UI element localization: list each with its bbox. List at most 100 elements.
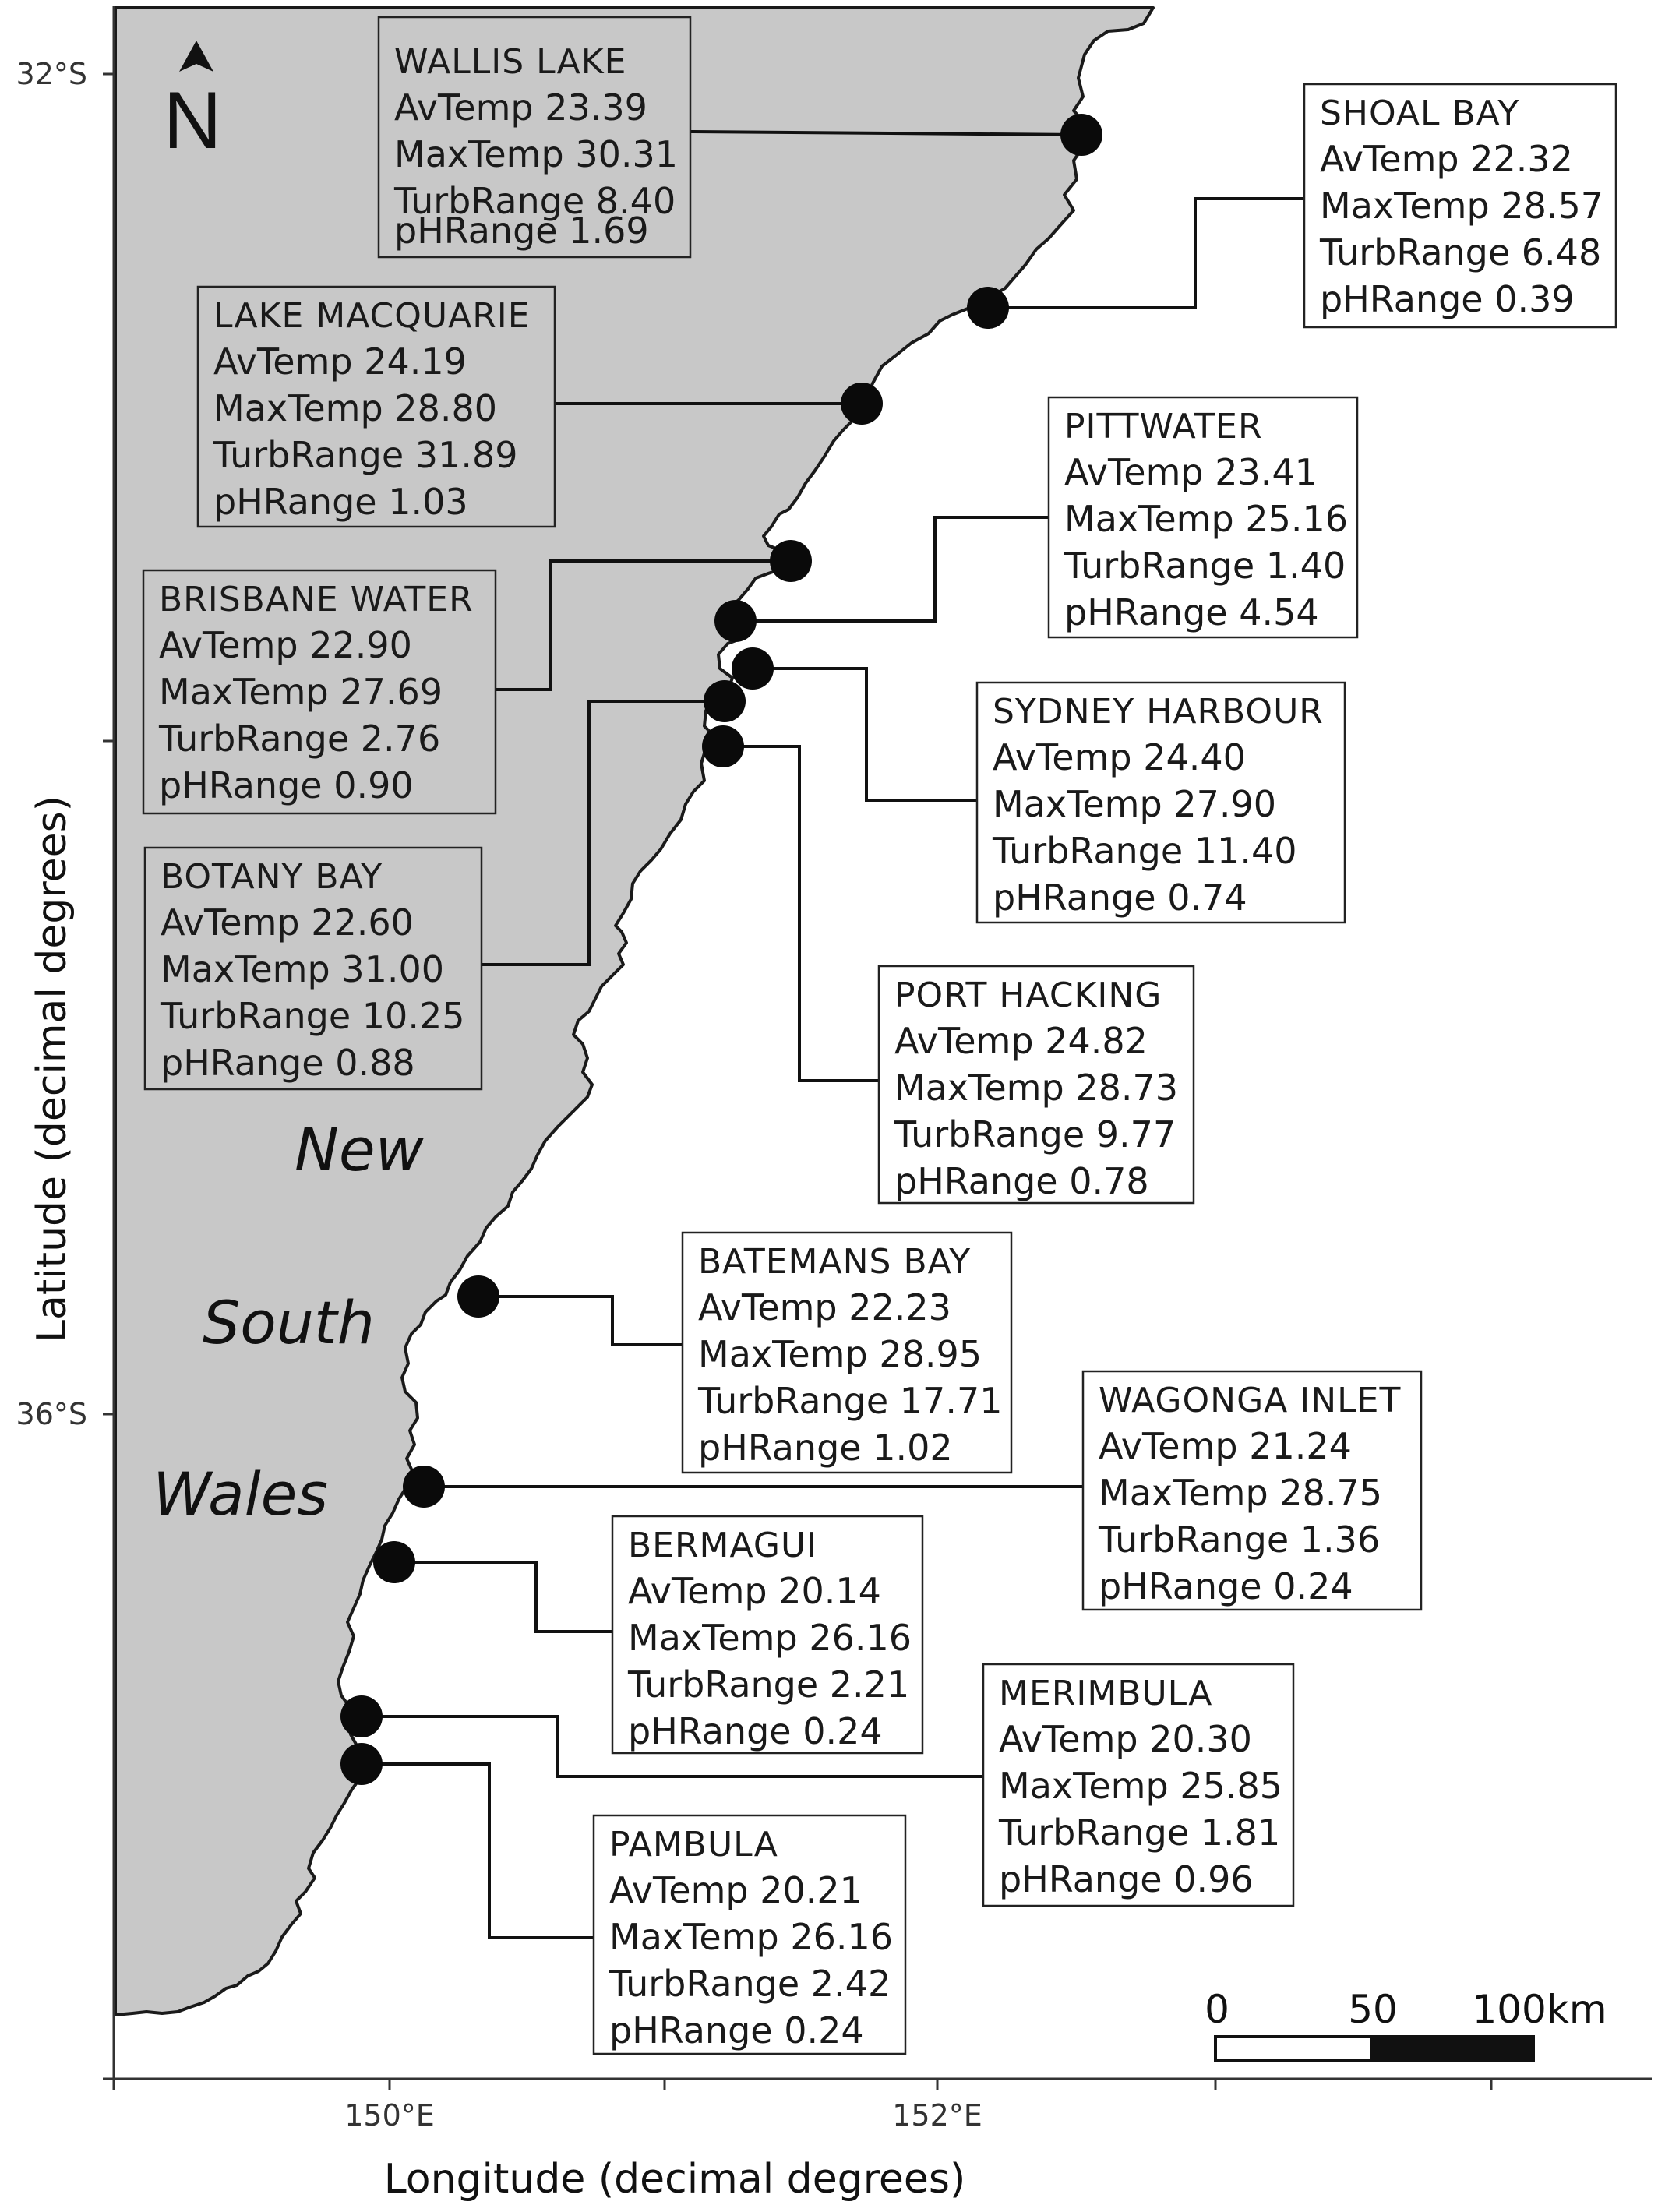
site-marker-lake-macquarie (841, 383, 883, 425)
region-word-wales: Wales (153, 1459, 328, 1529)
site-marker-pambula (340, 1743, 383, 1785)
region-word-new: New (295, 1115, 425, 1184)
leader-wallis-lake (690, 130, 1082, 136)
site-marker-wagonga-inlet (403, 1466, 445, 1508)
site-maxtemp: MaxTemp 26.16 (628, 1617, 912, 1659)
site-phrange: pHRange 0.39 (1320, 278, 1575, 320)
north-arrow-label: N (163, 76, 221, 166)
y-tick-label-36: 36°S (16, 1397, 87, 1431)
site-phrange: pHRange 0.24 (1099, 1565, 1353, 1607)
site-name: PORT HACKING (894, 975, 1162, 1015)
site-maxtemp: MaxTemp 28.80 (213, 387, 497, 429)
site-phrange: pHRange 0.88 (161, 1042, 415, 1084)
site-box-lake-macquarie: LAKE MACQUARIE AvTemp 24.19 MaxTemp 28.8… (196, 285, 556, 528)
site-name: PAMBULA (609, 1825, 778, 1865)
site-turbrange: TurbRange 8.40 (393, 180, 676, 222)
site-markers (340, 114, 1102, 1785)
site-marker-bermagui (373, 1541, 415, 1583)
leader-brisbane-water (496, 559, 791, 691)
leader-lines (362, 130, 1304, 1939)
site-marker-shoal-bay (967, 287, 1009, 329)
site-marker-pittwater-a (770, 540, 812, 582)
site-name: BOTANY BAY (161, 857, 383, 897)
site-box-botany-bay: BOTANY BAY AvTemp 22.60 MaxTemp 31.00 Tu… (143, 846, 483, 1091)
site-turbrange: TurbRange 2.21 (627, 1663, 909, 1706)
site-name: PITTWATER (1064, 407, 1263, 446)
site-name: BATEMANS BAY (698, 1242, 971, 1282)
site-maxtemp: MaxTemp 27.69 (159, 671, 443, 713)
site-marker-port-hacking (702, 725, 744, 767)
site-box-bermagui: BERMAGUI AvTemp 20.14 MaxTemp 26.16 Turb… (611, 1515, 924, 1755)
site-box-sydney-harbour: SYDNEY HARBOUR AvTemp 24.40 MaxTemp 27.9… (975, 681, 1346, 924)
site-box-pambula: PAMBULA AvTemp 20.21 MaxTemp 26.16 TurbR… (592, 1814, 907, 2055)
leader-merimbula (362, 1715, 983, 1778)
scale-label-0: 0 (1205, 1987, 1229, 2032)
north-arrow-icon: N (163, 41, 222, 166)
site-maxtemp: MaxTemp 28.95 (698, 1333, 982, 1375)
site-phrange: pHRange 0.90 (159, 764, 414, 806)
site-phrange: pHRange 1.69 (394, 210, 649, 252)
site-avtemp: AvTemp 20.21 (609, 1869, 863, 1911)
site-avtemp: AvTemp 22.32 (1320, 138, 1573, 180)
site-box-merimbula: MERIMBULA AvTemp 20.30 MaxTemp 25.85 Tur… (982, 1663, 1295, 1907)
site-avtemp: AvTemp 22.90 (159, 624, 412, 666)
site-turbrange: TurbRange 2.76 (158, 718, 440, 760)
site-turbrange: TurbRange 1.36 (1098, 1519, 1380, 1561)
site-turbrange: TurbRange 9.77 (894, 1113, 1176, 1155)
site-avtemp: AvTemp 21.24 (1099, 1425, 1352, 1467)
scale-bar-segment-black (1370, 2035, 1535, 2062)
site-maxtemp: MaxTemp 28.75 (1099, 1472, 1382, 1514)
site-maxtemp: MaxTemp 25.16 (1064, 498, 1348, 540)
site-avtemp: AvTemp 24.40 (993, 736, 1246, 778)
site-avtemp: AvTemp 24.19 (213, 340, 467, 383)
site-box-pittwater: PITTWATER AvTemp 23.41 MaxTemp 25.16 Tur… (1047, 396, 1359, 639)
site-maxtemp: MaxTemp 28.57 (1320, 185, 1603, 227)
leader-bermagui (394, 1561, 612, 1633)
site-marker-botany-bay (704, 680, 746, 722)
leader-sydney-harbour (753, 667, 977, 802)
site-turbrange: TurbRange 31.89 (213, 434, 517, 476)
scale-bar-segment-white (1214, 2035, 1373, 2062)
site-phrange: pHRange 0.78 (894, 1160, 1149, 1202)
site-name: SYDNEY HARBOUR (993, 692, 1324, 732)
site-box-brisbane-water: BRISBANE WATER AvTemp 22.90 MaxTemp 27.6… (142, 569, 497, 815)
site-marker-sydney-harbour (732, 647, 774, 690)
leader-pittwater (736, 516, 1049, 623)
site-box-port-hacking: PORT HACKING AvTemp 24.82 MaxTemp 28.73 … (877, 965, 1195, 1205)
x-axis-title: Longitude (decimal degrees) (384, 2156, 966, 2203)
site-marker-batemans-bay (457, 1275, 499, 1318)
site-maxtemp: MaxTemp 31.00 (161, 948, 444, 990)
site-phrange: pHRange 0.96 (999, 1858, 1254, 1900)
site-turbrange: TurbRange 1.40 (1064, 545, 1346, 587)
scale-label-100km: 100km (1472, 1987, 1607, 2032)
site-turbrange: TurbRange 2.42 (609, 1963, 891, 2005)
site-phrange: pHRange 4.54 (1064, 591, 1319, 633)
region-word-south: South (203, 1288, 375, 1357)
site-name: LAKE MACQUARIE (213, 296, 531, 336)
site-name: BERMAGUI (628, 1526, 817, 1565)
site-maxtemp: MaxTemp 26.16 (609, 1916, 893, 1958)
leader-batemans-bay (478, 1295, 683, 1346)
site-avtemp: AvTemp 20.14 (628, 1570, 881, 1612)
leader-botany-bay (482, 700, 725, 966)
site-name: BRISBANE WATER (159, 580, 474, 619)
site-maxtemp: MaxTemp 30.31 (394, 133, 678, 175)
site-avtemp: AvTemp 24.82 (894, 1020, 1148, 1062)
x-tick-label-152: 152°E (892, 2098, 982, 2133)
site-phrange: pHRange 0.24 (609, 2009, 864, 2051)
site-avtemp: AvTemp 23.39 (394, 86, 647, 129)
site-marker-merimbula (340, 1695, 383, 1737)
site-phrange: pHRange 0.24 (628, 1710, 883, 1752)
site-marker-wallis-lake (1060, 114, 1102, 156)
site-box-wallis-lake: WALLIS LAKE AvTemp 23.39 MaxTemp 30.31 T… (377, 16, 692, 259)
site-avtemp: AvTemp 23.41 (1064, 451, 1318, 493)
leader-shoal-bay (988, 197, 1304, 309)
scale-bar: 0 50 100km (1205, 1987, 1607, 2062)
leader-port-hacking (723, 745, 879, 1082)
site-turbrange: TurbRange 6.48 (1319, 231, 1601, 273)
site-marker-pittwater-b (714, 600, 757, 642)
scale-label-50: 50 (1348, 1987, 1398, 2032)
site-box-shoal-bay: SHOAL BAY AvTemp 22.32 MaxTemp 28.57 Tur… (1303, 83, 1617, 329)
site-phrange: pHRange 1.03 (213, 481, 468, 523)
